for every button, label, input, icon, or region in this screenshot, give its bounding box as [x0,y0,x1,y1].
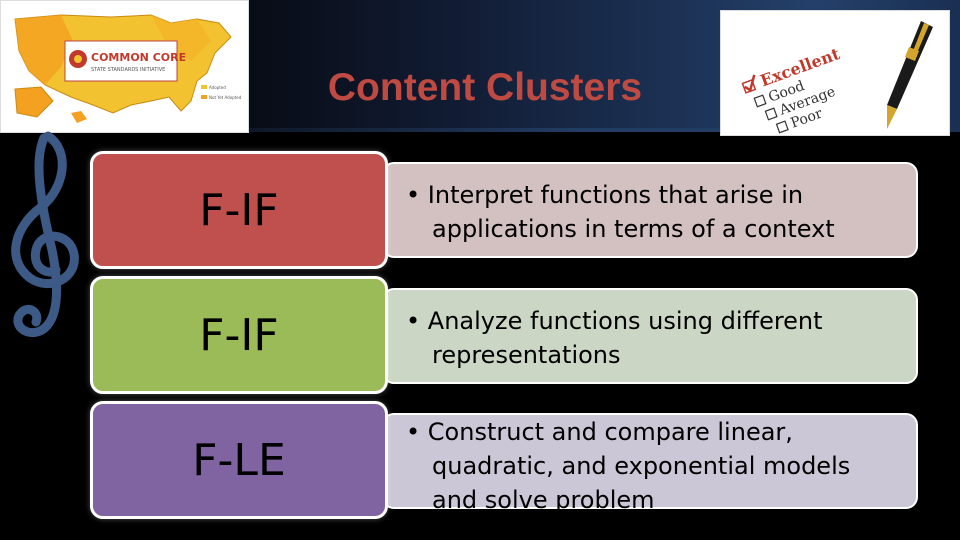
cluster-1-text-1: Interpret functions that arise in [427,181,804,209]
cluster-2-text-1: Analyze functions using different [427,307,823,335]
cluster-2-line-2: representations [432,341,621,369]
cluster-code-1: F-IF [90,151,388,269]
map-logo-subtext: STATE STANDARDS INITIATIVE [91,67,165,73]
cluster-3-line-2: quadratic, and exponential models [432,452,851,480]
cluster-description-2: • Analyze functions using different repr… [382,288,918,384]
us-map-logo-icon: COMMON CORE STATE STANDARDS INITIATIVE A… [1,1,248,132]
cluster-3-line-3: and solve problem [432,486,655,514]
common-core-map-image: COMMON CORE STATE STANDARDS INITIATIVE A… [0,0,249,133]
bullet: • [406,181,421,209]
treble-clef-icon [11,131,79,338]
cluster-description-3: • Construct and compare linear, quadrati… [382,413,918,514]
cluster-1-line-1: • Interpret functions that arise in [406,178,896,212]
cluster-3-line-1: • Construct and compare linear, [406,415,896,449]
evaluation-checklist-pen-icon: Excellent Good Average Poor [721,11,949,135]
map-legend-not-yet: Not Yet Adopted [209,95,242,100]
map-legend-adopted: Adopted [209,85,226,90]
map-logo-text: COMMON CORE [91,51,186,64]
cluster-description-1: • Interpret functions that arise in appl… [382,162,918,258]
cluster-2-line-1: • Analyze functions using different [406,304,896,338]
cluster-1-line-2: applications in terms of a context [432,215,835,243]
bullet: • [406,418,421,446]
pen-icon [887,21,933,129]
bullet: • [406,307,421,335]
evaluation-checklist-image: Excellent Good Average Poor [720,10,950,136]
cluster-code-2: F-IF [90,276,388,394]
slide-title: Content Clusters [327,66,643,109]
cluster-code-3: F-LE [90,401,388,519]
cluster-3-text-1: Construct and compare linear, [427,418,793,446]
